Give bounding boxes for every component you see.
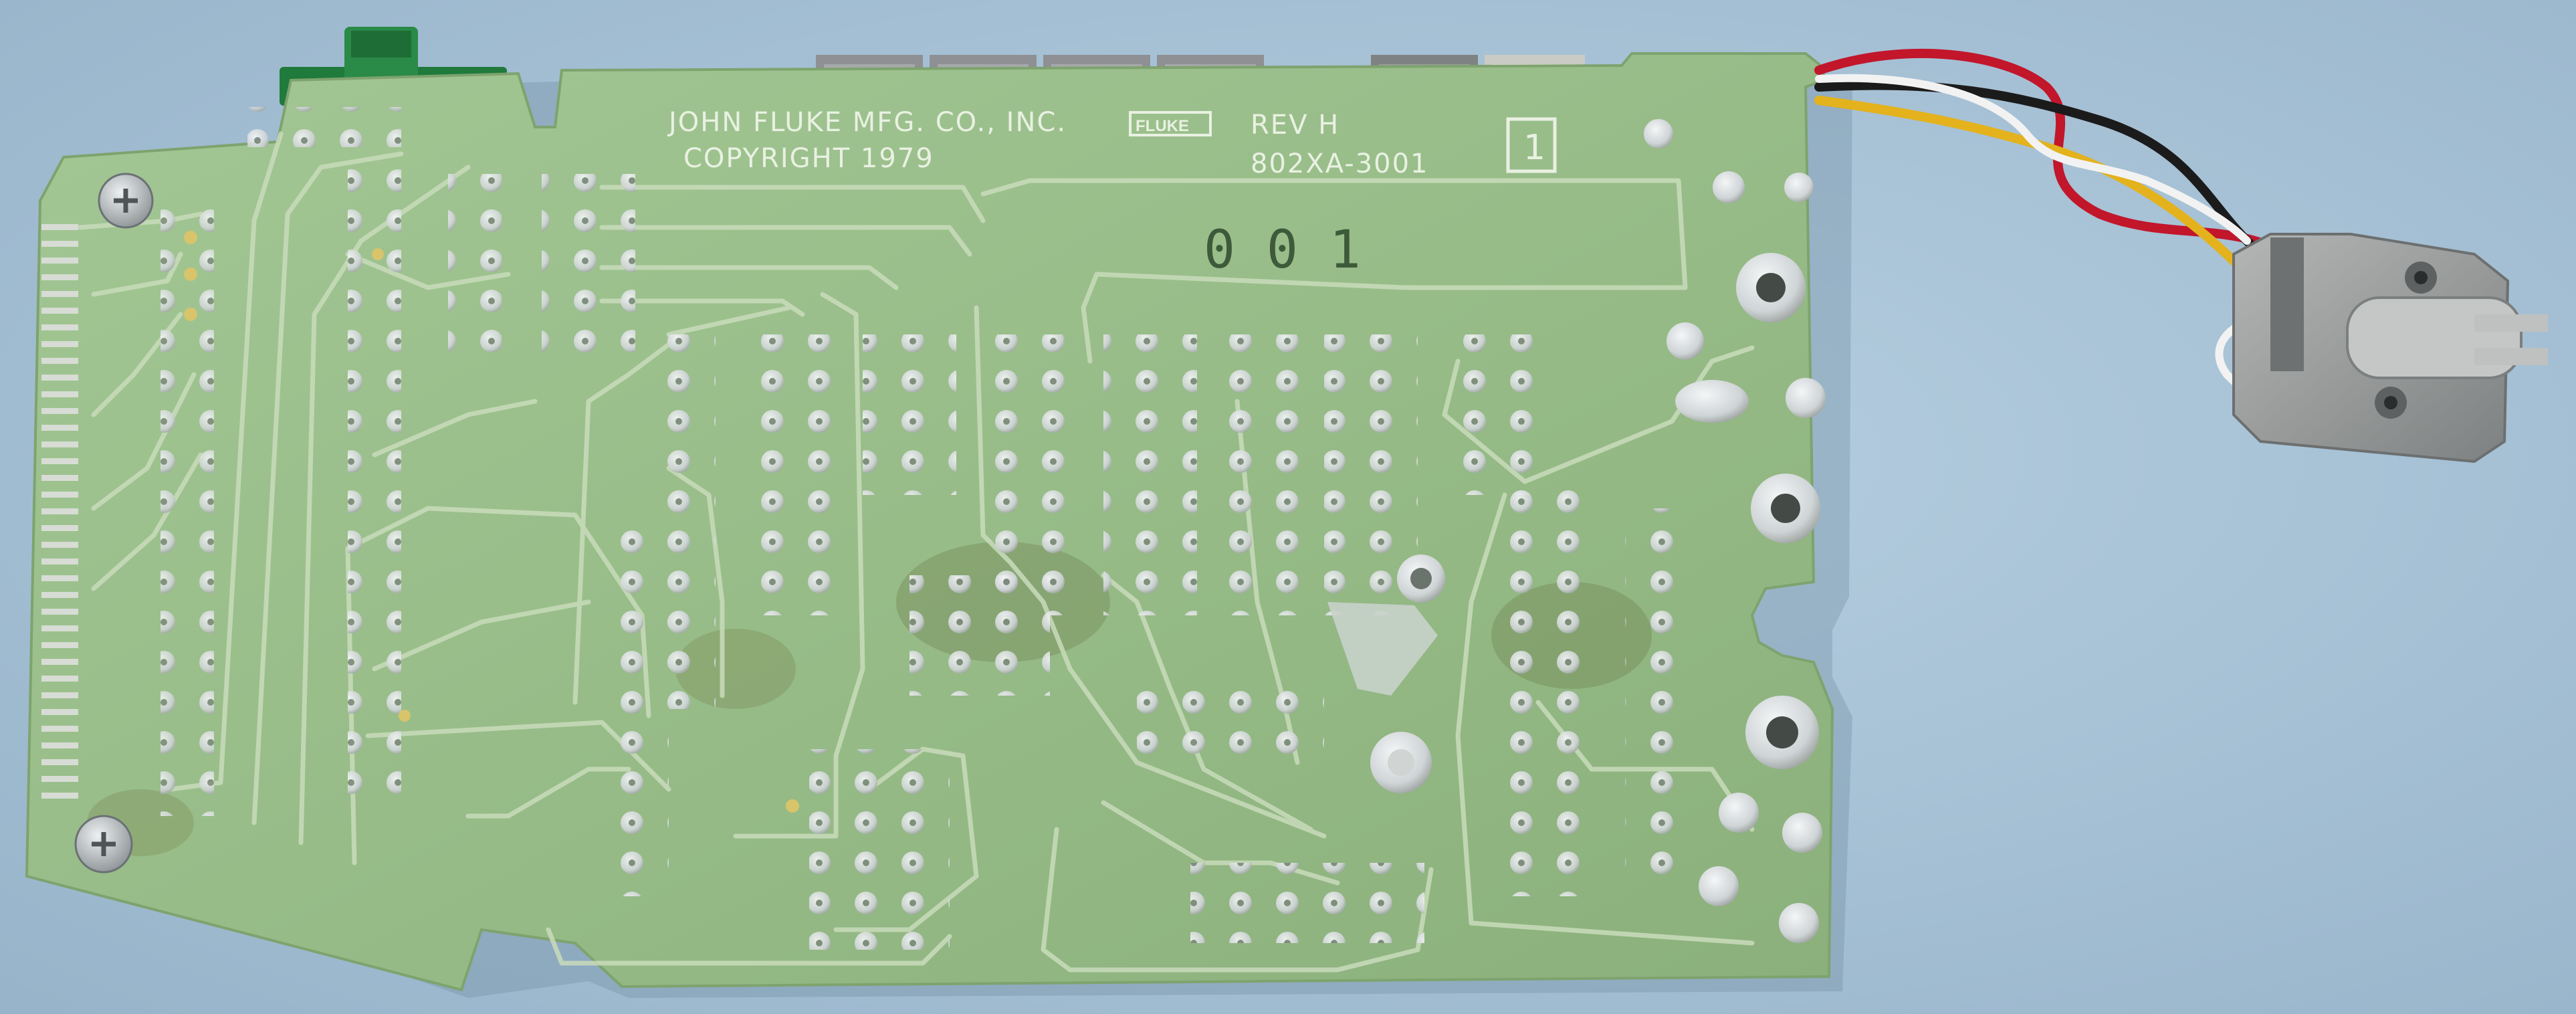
copyright-line-text: COPYRIGHT 1979 bbox=[683, 143, 934, 174]
solder-pad-fields bbox=[160, 107, 1679, 950]
part-number-text: 802XA-3001 bbox=[1251, 148, 1428, 179]
revision-text: REV H bbox=[1251, 110, 1339, 140]
fluke-logo-text: FLUKE bbox=[1136, 117, 1189, 135]
maker-line-text: JOHN FLUKE MFG. CO., INC. bbox=[667, 107, 1067, 138]
centre-large-pads bbox=[1327, 554, 1445, 793]
serial-stamp-text: 0 0 1 bbox=[1204, 220, 1361, 280]
corner-mark-text: 1 bbox=[1523, 128, 1547, 168]
mounting-screws bbox=[74, 173, 154, 874]
edge-connector-fingers bbox=[41, 224, 78, 799]
fuse-holder-block bbox=[2232, 233, 2548, 464]
fluke-logo: FLUKE bbox=[1129, 111, 1212, 136]
corner-mark-box: 1 bbox=[1506, 117, 1557, 173]
right-mounting-pads bbox=[1644, 119, 1826, 943]
gold-flux-dots bbox=[184, 231, 799, 813]
